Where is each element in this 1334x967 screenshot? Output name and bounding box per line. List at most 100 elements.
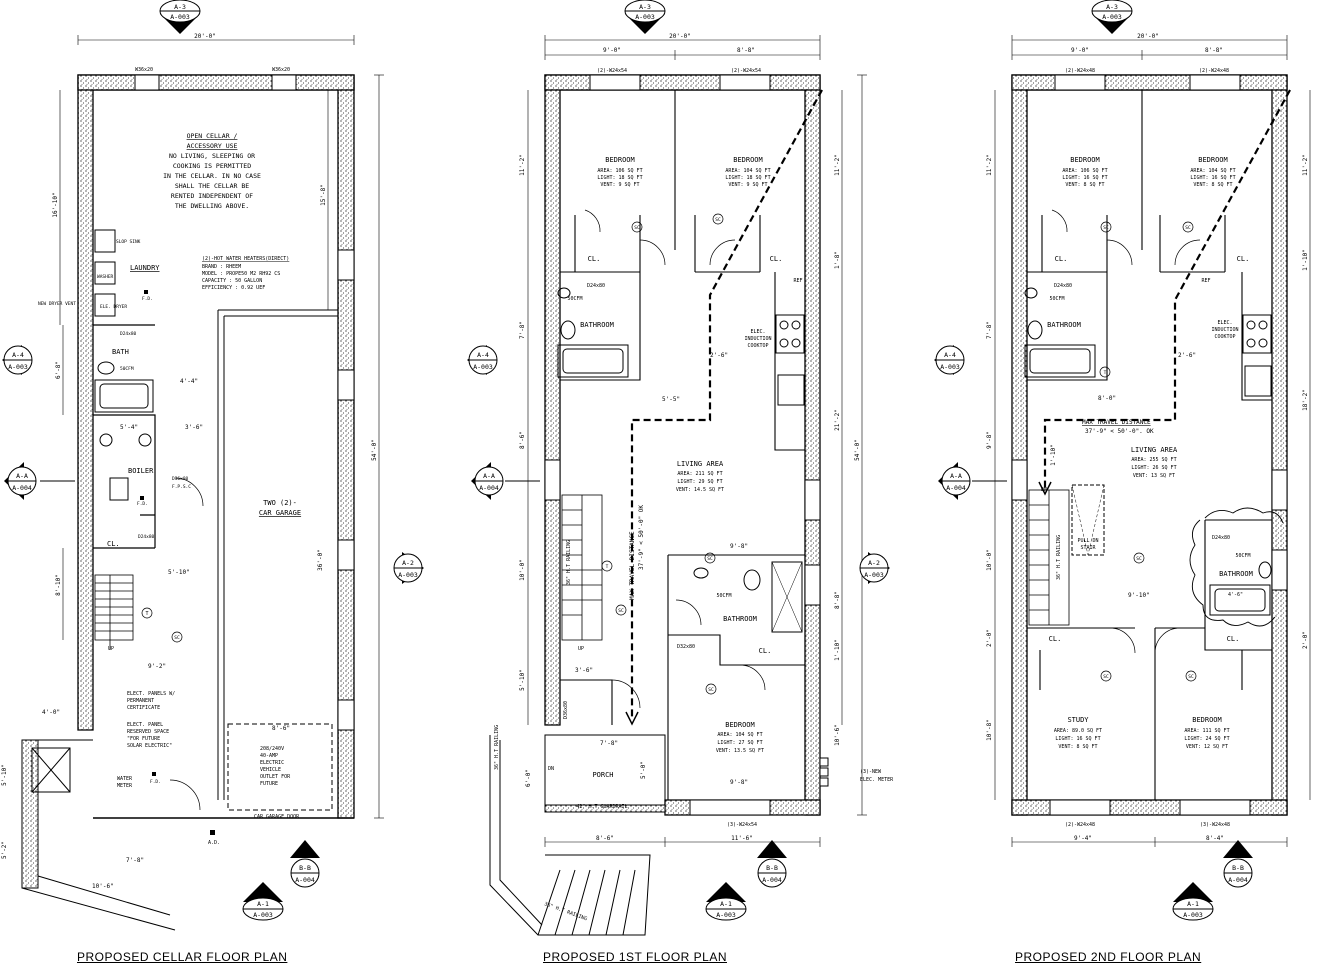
svg-text:B-B: B-B — [1232, 864, 1244, 872]
section-marker-bb: B-BA-004 — [1223, 840, 1253, 888]
room-label-bathroom: BATHROOM — [1219, 570, 1253, 578]
room-label-bedroom: BEDROOM — [605, 156, 635, 164]
room-spec: AREA: 111 SQ FT — [1184, 728, 1229, 734]
fixture-label: WASHER — [97, 274, 114, 280]
svg-text:A-003: A-003 — [716, 911, 736, 919]
dimension-label: 8'-4" — [1206, 835, 1224, 842]
room-spec: VENT: 13 SQ FT — [1133, 473, 1175, 479]
svg-text:A-A: A-A — [950, 472, 962, 480]
dimension-label: 9'-10" — [1128, 592, 1150, 599]
dimension-label: 16'-10" — [52, 192, 59, 217]
ev-note: ELECTRIC — [260, 760, 284, 766]
dimension-label: 9'-0" — [603, 47, 621, 54]
section-marker-aa: A-A A-004 — [4, 462, 75, 500]
pull-stair-label: PULL DN — [1077, 538, 1098, 544]
smoke-detector-symbol: SC — [1188, 674, 1194, 680]
fan-label: 50CFM — [120, 366, 134, 372]
dimension-label: 4'-0" — [42, 709, 60, 716]
section-marker-aa: A-AA-004 — [471, 462, 540, 500]
room-spec: AREA: 255 SQ FT — [1131, 457, 1176, 463]
section-marker-a1: A-1A-003 — [705, 882, 747, 921]
dimension-label: 2'-0" — [986, 629, 993, 647]
first-floor-plan: 20'-0" 9'-0" 8'-8" (2)-W24x54 (2)-W24x54… — [489, 33, 894, 936]
meter-note: WATER — [117, 776, 133, 782]
svg-text:A-003: A-003 — [1183, 911, 1203, 919]
svg-text:A-004: A-004 — [946, 484, 966, 492]
room-label-closet: CL. — [588, 255, 601, 263]
smoke-detector-symbol: SC — [174, 635, 180, 641]
room-label-bedroom: BEDROOM — [1192, 716, 1222, 724]
cellar-note: NO LIVING, SLEEPING OR — [169, 152, 255, 160]
room-label-bathroom: BATHROOM — [580, 321, 614, 329]
ev-note: OUTLET FOR — [260, 774, 291, 780]
dimension-label: 6'-8" — [55, 361, 62, 379]
dimension-label: 11'-2" — [834, 154, 841, 176]
first-floor-plan-title: PROPOSED 1ST FLOOR PLAN — [543, 950, 727, 964]
floor-drain-label: F.D. — [142, 296, 153, 302]
room-label-closet: CL. — [107, 540, 120, 548]
section-marker-bb: B-BA-004 — [290, 840, 320, 888]
dimension-label: 15'-8" — [320, 184, 327, 206]
dimension-label: 8'-0" — [1098, 395, 1116, 402]
room-label-boiler: BOILER — [128, 467, 154, 475]
smoke-detector-symbol: SC — [1185, 225, 1191, 231]
dimension-label: 10'-0" — [986, 549, 993, 571]
svg-text:A-003: A-003 — [170, 13, 190, 21]
room-label-bathroom: BATHROOM — [1047, 321, 1081, 329]
ev-note: VEHICLE — [260, 767, 281, 773]
panel-note: CERTIFICATE — [127, 705, 160, 711]
fixture-label: ELE. DRYER — [100, 304, 127, 310]
second-floor-plan: 20'-0" 9'-0" 8'-8" (2)-W24x48 (2)-W24x48… — [986, 33, 1311, 847]
room-label-closet: CL. — [1049, 635, 1062, 643]
svg-text:B-B: B-B — [766, 864, 778, 872]
smoke-detector-symbol: SC — [1103, 225, 1109, 231]
svg-text:A-A: A-A — [16, 472, 28, 480]
room-label-bathroom: BATHROOM — [723, 615, 757, 623]
dimension-label: 11'-2" — [519, 154, 526, 176]
floor-drain-label: F.D. — [150, 779, 161, 785]
meter-note: ELEC. METER — [860, 777, 894, 783]
dimension-label: 21'-2" — [834, 409, 841, 431]
panel-note: ELECT. PANELS W/ — [127, 691, 175, 697]
cellar-note: COOKING IS PERMITTED — [173, 162, 251, 170]
room-label-living: LIVING AREA — [677, 460, 724, 468]
svg-text:A-004: A-004 — [479, 484, 499, 492]
dimension-label: 5'-0" — [640, 761, 647, 779]
smoke-detector-symbol: SC — [1103, 674, 1109, 680]
room-spec: VENT: 8 SQ FT — [1058, 744, 1097, 750]
room-spec: AREA: 104 SQ FT — [717, 732, 762, 738]
room-label-bedroom: BEDROOM — [1070, 156, 1100, 164]
room-label-garage: TWO (2)- — [263, 499, 297, 507]
dimension-label: 54'-0" — [854, 439, 861, 461]
section-markers: A-3A-003 A-3A-003 A-3A-003 A-4A-003 A-4A… — [2, 0, 1253, 921]
ev-note: FUTURE — [260, 781, 278, 787]
dimension-label: 20'-0" — [1137, 33, 1159, 40]
room-label-living: LIVING AREA — [1131, 446, 1178, 454]
room-label-porch: PORCH — [592, 771, 613, 779]
panel-note: SOLAR ELECTRIC" — [127, 743, 172, 749]
smoke-detector-symbol: SC — [618, 608, 624, 614]
section-marker-a3: A-3A-003 — [624, 0, 666, 34]
section-marker-a2: A-2A-003 — [859, 552, 890, 584]
svg-text:A-004: A-004 — [12, 484, 32, 492]
room-label-closet: CL. — [1237, 255, 1250, 263]
fire-door-label: F.P.S.C — [172, 484, 191, 490]
appliance-label: INDUCTION — [744, 336, 771, 342]
stair-direction: UP — [578, 646, 584, 652]
dimension-label: 20'-0" — [669, 33, 691, 40]
heater-spec: BRAND : RHEEM — [202, 264, 241, 270]
dimension-label: 1'-10" — [834, 639, 841, 661]
room-spec: LIGHT: 18 SQ FT — [725, 175, 770, 181]
railing-label: 36" H.T RAILING — [494, 725, 500, 770]
svg-text:A-003: A-003 — [253, 911, 273, 919]
room-label-closet: CL. — [1227, 635, 1240, 643]
window-tag: (3)-W24x54 — [727, 822, 757, 828]
railing-label: 36" H.T RAILING — [1056, 535, 1062, 580]
fan-label: 50CFM — [1049, 296, 1064, 302]
appliance-label: REF — [793, 278, 802, 284]
panel-note: ELECT. PANEL — [127, 722, 163, 728]
dimension-label: 8'-6" — [272, 725, 290, 732]
window-tag: (2)-W24x48 — [1065, 822, 1095, 828]
railing-label: 36" H.T RAILING — [566, 540, 572, 585]
room-spec: AREA: 106 SQ FT — [1062, 168, 1107, 174]
